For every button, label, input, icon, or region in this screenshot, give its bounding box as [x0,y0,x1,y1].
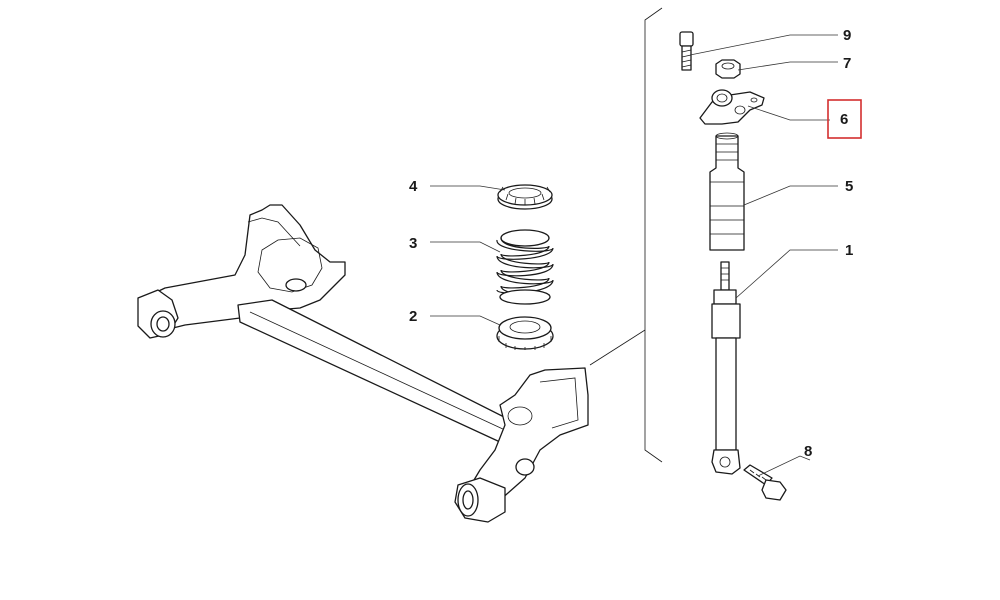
callout-4: 4 [409,178,418,195]
callout-2: 2 [409,308,417,325]
part-3-coil-spring [496,229,554,305]
part-4-upper-spring-seat [497,184,553,210]
part-8-lower-bolt [743,464,787,501]
callout-9: 9 [843,27,851,44]
callout-8: 8 [804,443,812,460]
callout-7: 7 [843,55,851,72]
rear-axle-beam [137,204,589,523]
part-7-nut [715,59,741,79]
callout-6: 6 [840,111,848,128]
part-9-top-bolt [679,31,694,71]
part-2-lower-spring-seat [496,316,554,350]
separator-bracket [589,7,663,463]
callout-5: 5 [845,178,853,195]
callout-3: 3 [409,235,417,252]
leader-lines [430,34,838,477]
part-5-dust-boot [709,132,745,251]
part-1-shock-absorber [711,261,741,475]
highlight-box [827,99,862,139]
callout-1: 1 [845,242,853,259]
part-6-top-mount [699,89,765,125]
